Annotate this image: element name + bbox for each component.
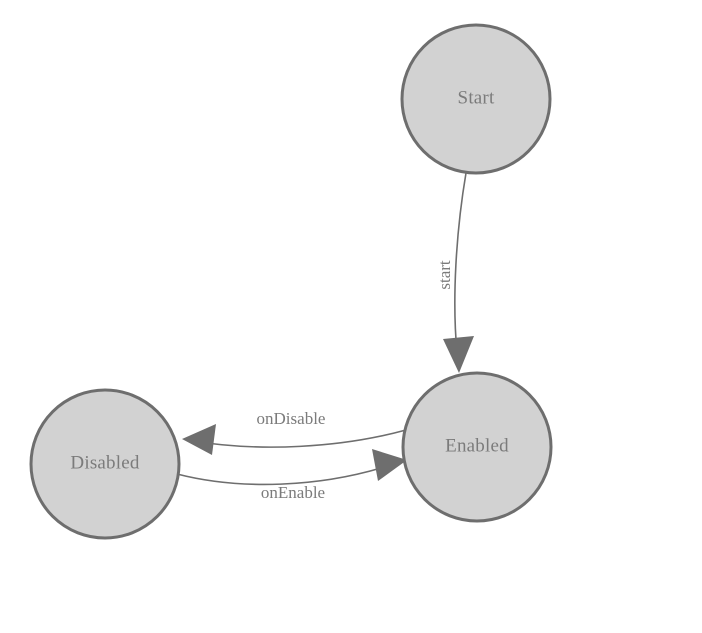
edge-start-to-enabled[interactable]: start bbox=[435, 172, 474, 373]
state-node-enabled-label: Enabled bbox=[445, 435, 509, 456]
edge-disabled-to-enabled-arrowhead bbox=[372, 449, 407, 481]
state-node-disabled-circle bbox=[29, 388, 181, 540]
edge-disabled-to-enabled-path bbox=[176, 467, 382, 486]
edge-start-to-enabled-label: start bbox=[435, 260, 454, 290]
edge-disabled-to-enabled-label: onEnable bbox=[261, 483, 325, 502]
edge-start-to-enabled-arrowhead bbox=[443, 336, 474, 373]
state-node-enabled[interactable]: Enabled bbox=[401, 371, 553, 523]
edge-enabled-to-disabled-label: onDisable bbox=[257, 409, 326, 428]
state-node-disabled[interactable]: Disabled bbox=[29, 388, 181, 540]
state-node-enabled-circle bbox=[401, 371, 553, 523]
state-node-start-label: Start bbox=[458, 87, 495, 108]
edge-enabled-to-disabled-arrowhead bbox=[182, 424, 216, 455]
edge-disabled-to-enabled[interactable]: onEnable bbox=[176, 449, 407, 502]
edge-enabled-to-disabled[interactable]: onDisable bbox=[182, 409, 407, 455]
state-node-start-circle bbox=[400, 23, 552, 175]
edge-enabled-to-disabled-path bbox=[192, 429, 407, 448]
edge-start-to-enabled-path bbox=[454, 172, 467, 353]
state-node-disabled-label: Disabled bbox=[70, 452, 139, 473]
state-node-start[interactable]: Start bbox=[400, 23, 552, 175]
